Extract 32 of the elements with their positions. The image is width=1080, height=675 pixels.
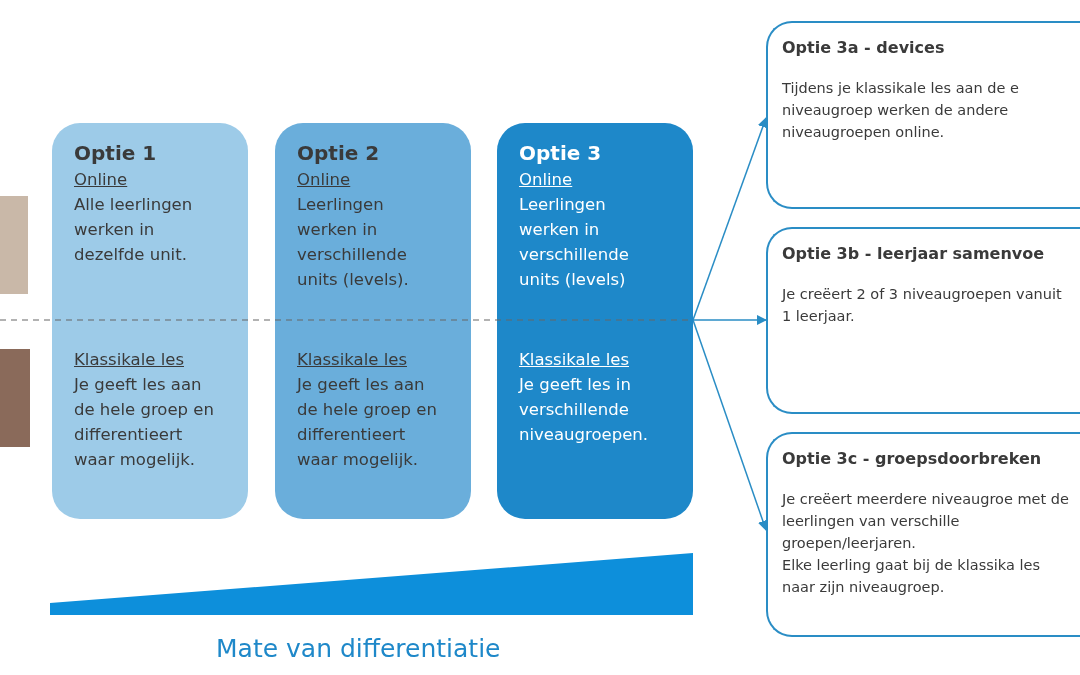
body-text: Leerlingen werken in verschillende units (levels). (297, 194, 410, 291)
subheading: Online (519, 169, 574, 191)
subheading: Klassikale les (297, 349, 408, 371)
heading: Optie 3c - groepsdoorbreken (782, 448, 1043, 470)
subheading: Klassikale les (519, 349, 630, 371)
arrow (692, 117, 768, 321)
arrow (692, 314, 768, 326)
body-text: Je geeft les aan de hele groep en differentieert waar mogelijk. (297, 374, 438, 471)
body-text: Alle leerlingen werken in dezelfde unit. (74, 194, 194, 266)
body-text: Elke leerling gaat bij de klassika les naar zijn niveaugroep. (782, 556, 1041, 597)
body-text: Je geeft les aan de hele groep en differentieert waar mogelijk. (74, 374, 215, 471)
option-box (766, 21, 1080, 209)
heading: Optie 1 (74, 140, 158, 167)
subheading: Klassikale les (74, 349, 185, 371)
body-text: Je creëert meerdere niveaugroe met de leerlingen van verschille groepen/leerjaren. (782, 490, 1070, 553)
heading: Optie 2 (297, 140, 381, 167)
subheading: Online (297, 169, 352, 191)
body-text: Je geeft les in verschillende niveaugroepen. (519, 374, 649, 446)
subheading: Online (74, 169, 129, 191)
arrow (692, 319, 768, 531)
option-box (766, 432, 1080, 637)
body-text: Je creëert 2 of 3 niveaugroepen vanuit 1 leerjaar. (782, 285, 1063, 326)
body-text: Tijdens je klassikale les aan de e niveaugroep werken de andere niveaugroepen online. (782, 79, 1020, 142)
option-card (497, 123, 693, 519)
body-text: Leerlingen werken in verschillende units (levels) (519, 194, 630, 291)
option-card (52, 123, 248, 519)
heading: Optie 3b - leerjaar samenvoe (782, 243, 1046, 265)
heading: Optie 3a - devices (782, 37, 946, 59)
axis-label: Mate van differentiatie (216, 634, 501, 663)
heading: Optie 3 (519, 140, 603, 167)
option-box (766, 227, 1080, 414)
option-card (275, 123, 471, 519)
